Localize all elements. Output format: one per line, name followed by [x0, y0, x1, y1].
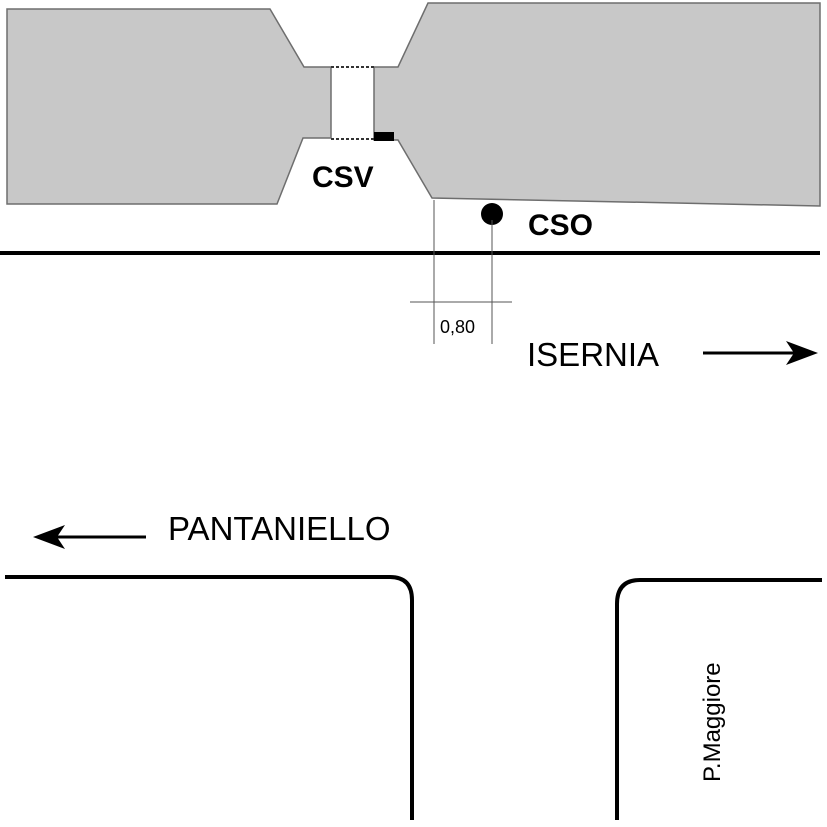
street-label: P.Maggiore — [699, 662, 726, 782]
csv-marker — [374, 132, 394, 141]
right-building — [373, 2, 821, 207]
lower-road-right-edge — [615, 578, 822, 820]
csv-label: CSV — [312, 161, 374, 194]
arrow-right-icon — [703, 341, 818, 365]
pantaniello-label: PANTANIELLO — [168, 510, 391, 547]
lower-road-left-edge — [5, 575, 414, 820]
cso-label: CSO — [528, 209, 593, 242]
left-building — [6, 8, 332, 205]
isernia-label: ISERNIA — [527, 336, 659, 373]
cso-dot-marker-icon — [481, 203, 503, 225]
dimension-label: 0,80 — [440, 317, 475, 337]
arrow-left-icon — [33, 525, 146, 549]
